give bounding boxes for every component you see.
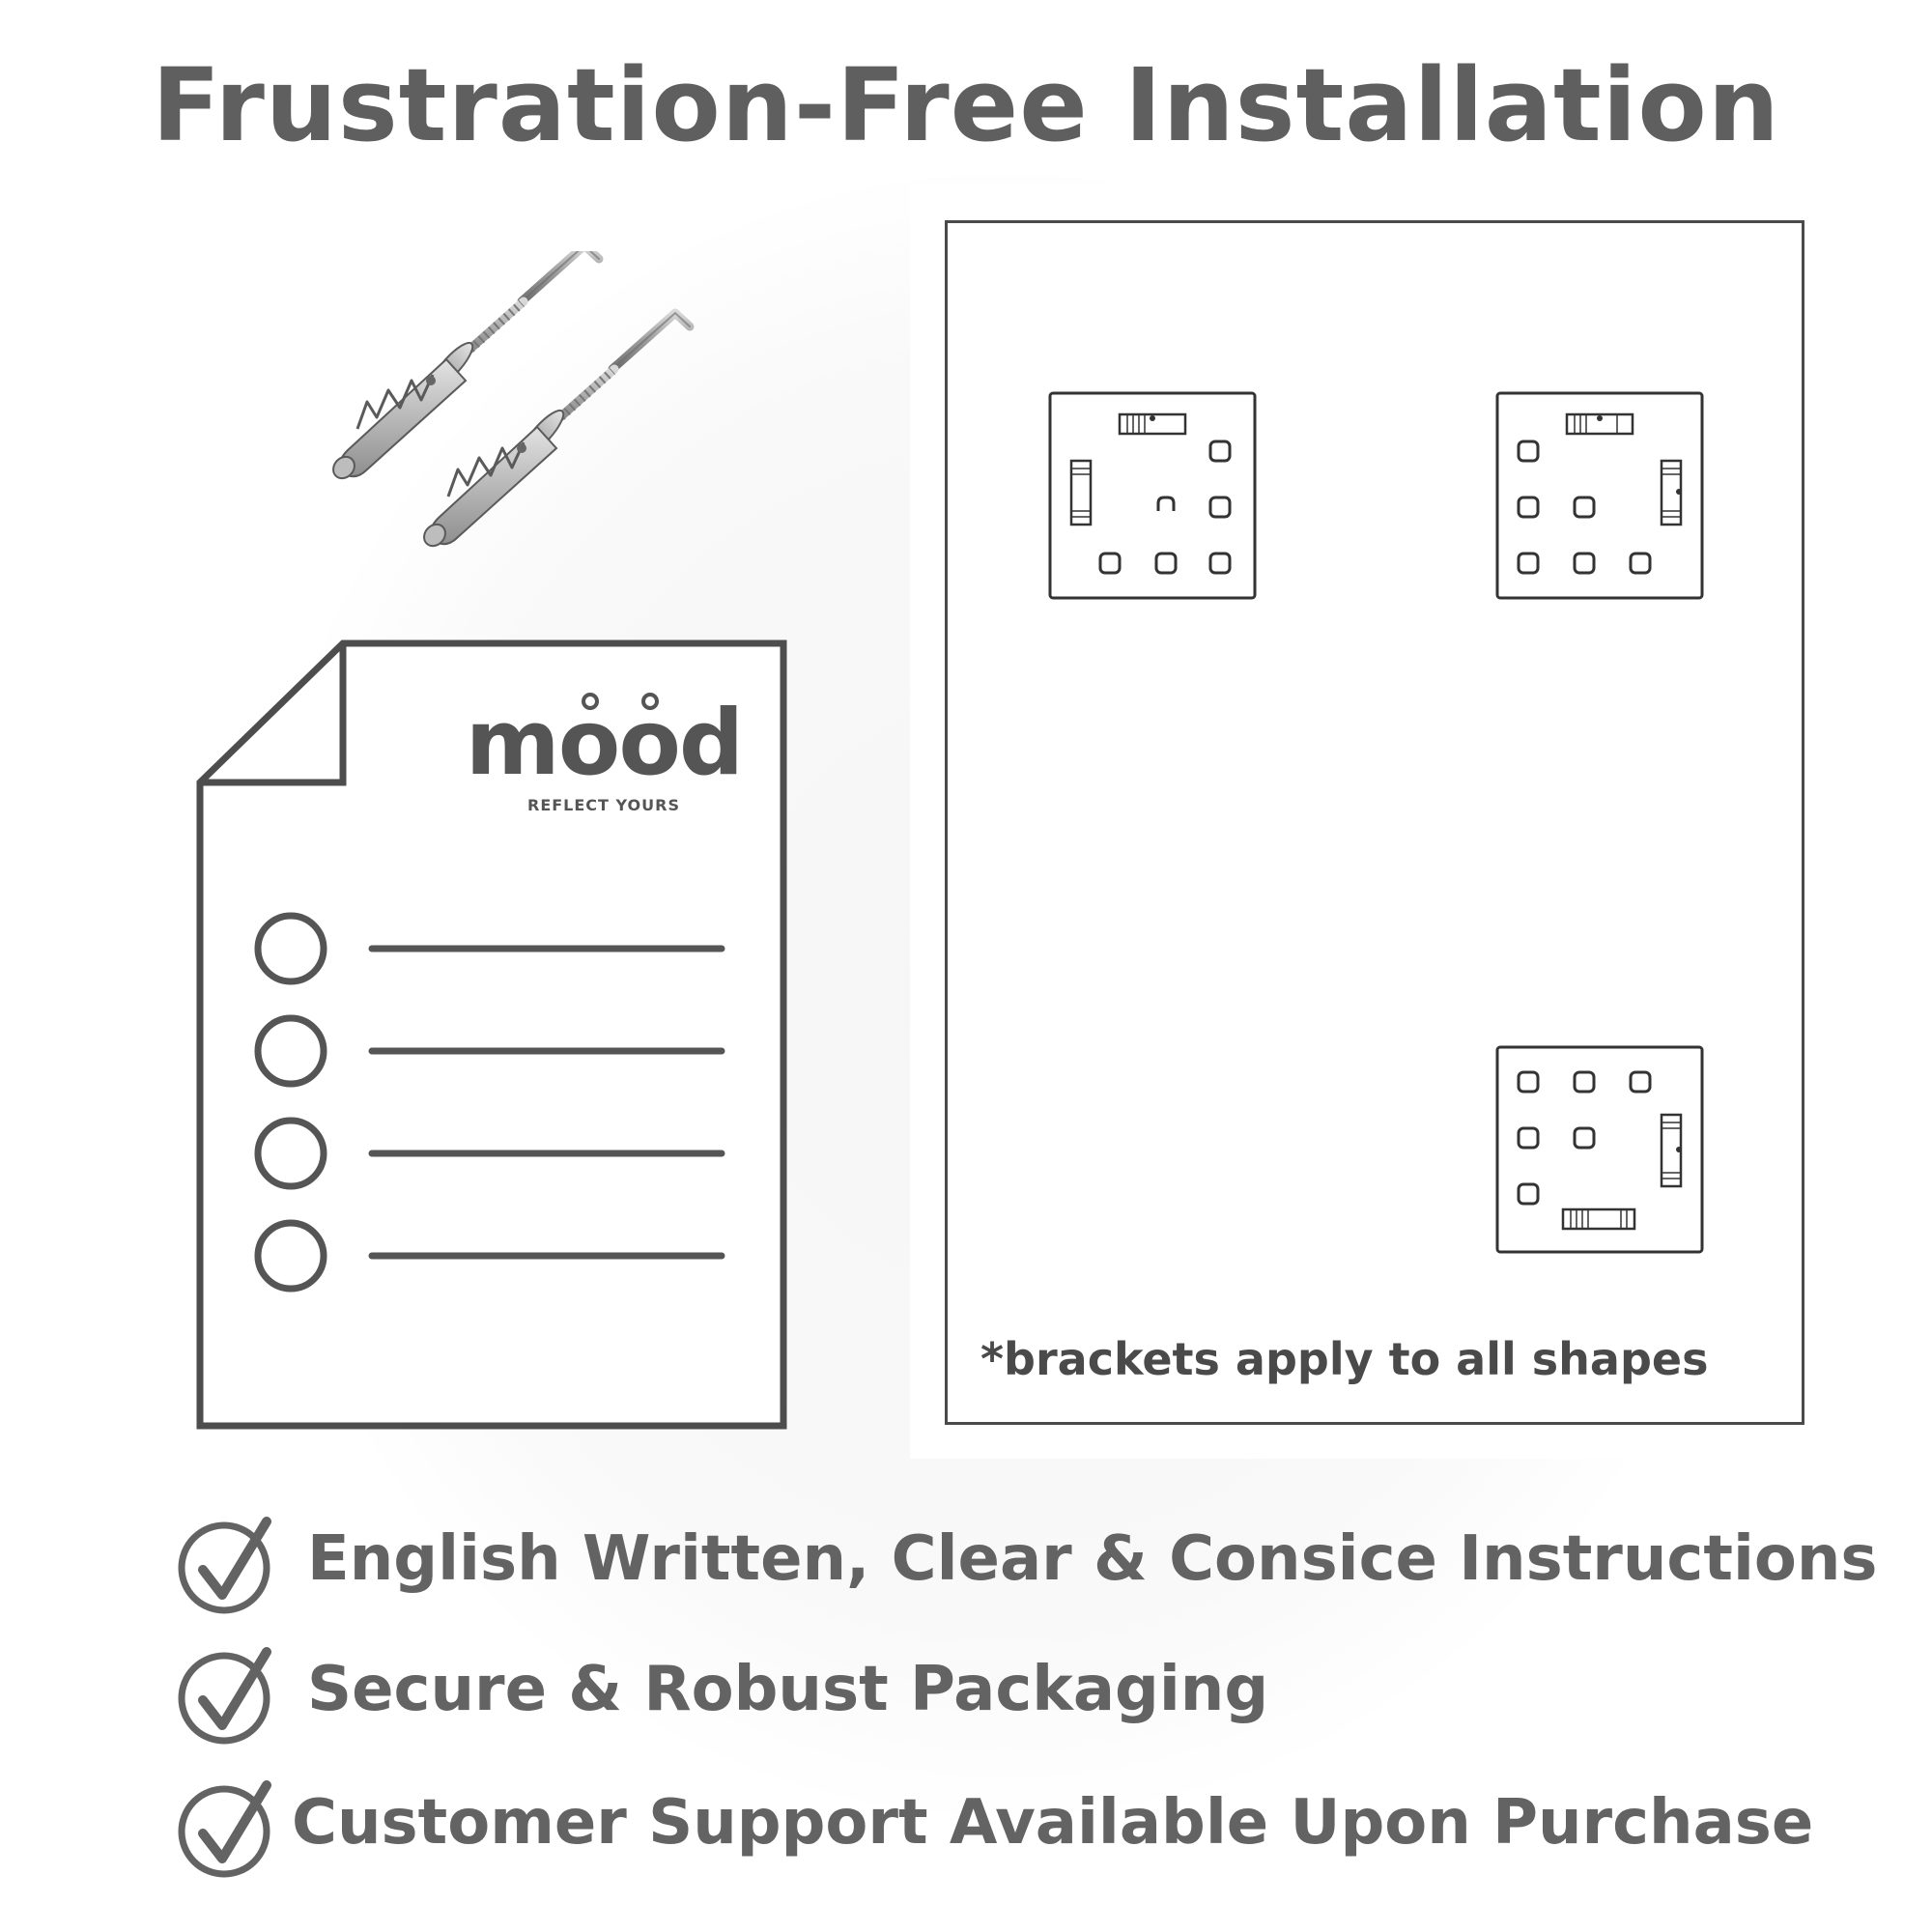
feature-label: Customer Support Available Upon Purchase: [292, 1787, 1814, 1859]
bracket-top-right-icon: [1495, 391, 1704, 600]
logo-wordmark: mood: [465, 691, 744, 796]
logo-tagline: REFLECT YOURS: [527, 796, 680, 814]
check-circle-icon: [174, 1776, 280, 1882]
feature-label: Secure & Robust Packaging: [307, 1654, 1269, 1725]
check-circle-icon: [174, 1512, 280, 1618]
mirror-outline: [945, 220, 1804, 1425]
instruction-sheet-icon: [188, 638, 797, 1439]
feature-item: English Written, Clear & Consice Instruc…: [174, 1512, 1878, 1618]
brand-logo: mood REFLECT YOURS: [464, 693, 744, 821]
feature-item: Secure & Robust Packaging: [174, 1642, 1816, 1748]
brackets-note: *brackets apply to all shapes: [980, 1333, 1709, 1385]
page-title: Frustration-Free Installation: [152, 46, 1780, 164]
feature-item: Customer Support Available Upon Purchase: [174, 1776, 1816, 1882]
wall-plug-hook-screws-icon: [299, 251, 782, 599]
check-circle-icon: [174, 1642, 280, 1748]
bracket-bottom-right-icon: [1495, 1045, 1704, 1254]
bracket-top-left-icon: [1048, 391, 1257, 600]
feature-label: English Written, Clear & Consice Instruc…: [307, 1523, 1878, 1595]
